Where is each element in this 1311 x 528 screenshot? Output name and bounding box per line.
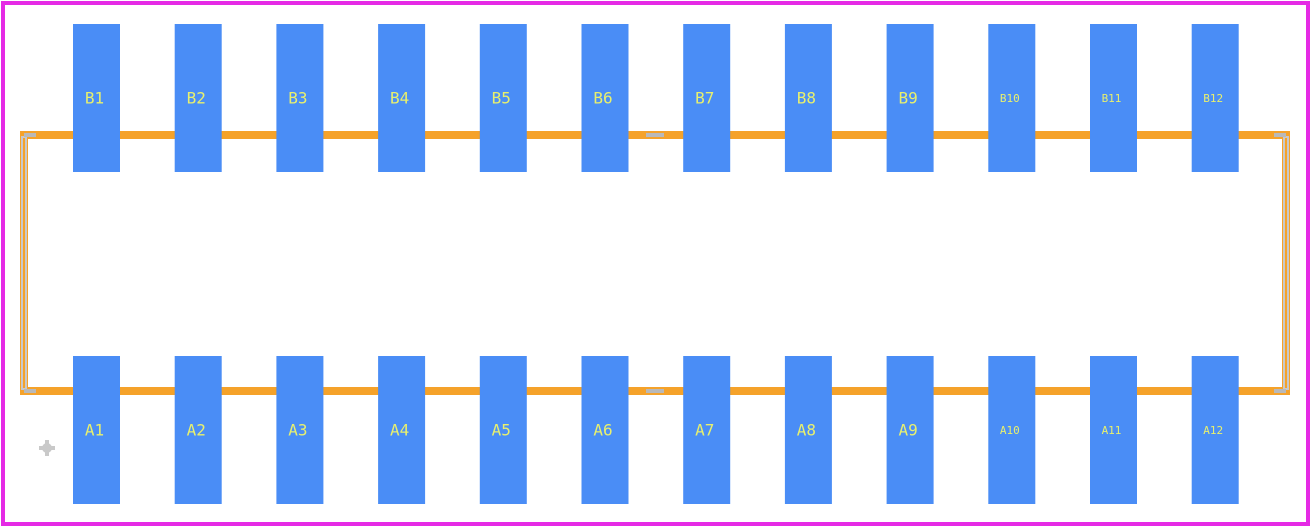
pad-a1	[73, 356, 120, 504]
pad-a9	[886, 356, 934, 504]
pad-label-b2: B2	[187, 89, 206, 108]
pad-b1	[73, 24, 120, 172]
pad-label-a1: A1	[85, 421, 104, 440]
outline-tick	[24, 389, 36, 393]
pad-a4	[378, 356, 426, 504]
pad-label-a12: A12	[1203, 424, 1223, 437]
pad-label-b3: B3	[288, 89, 307, 108]
pad-label-a7: A7	[695, 421, 714, 440]
outline-tick	[646, 133, 664, 137]
outline-tick	[646, 389, 664, 393]
pad-a6	[581, 356, 629, 504]
pin1-marker-icon	[39, 440, 55, 456]
pad-label-b9: B9	[898, 89, 917, 108]
pad-label-a3: A3	[288, 421, 307, 440]
pad-label-a10: A10	[1000, 424, 1020, 437]
pad-a10	[988, 356, 1036, 504]
pad-label-a9: A9	[898, 421, 917, 440]
pad-label-b5: B5	[492, 89, 511, 108]
pad-label-b8: B8	[797, 89, 816, 108]
pad-b4	[378, 24, 426, 172]
pad-label-b11: B11	[1102, 92, 1122, 105]
pad-a2	[174, 356, 222, 504]
pad-label-a6: A6	[593, 421, 612, 440]
pad-label-b4: B4	[390, 89, 409, 108]
pad-label-b7: B7	[695, 89, 714, 108]
pad-label-b10: B10	[1000, 92, 1020, 105]
pad-label-b6: B6	[593, 89, 612, 108]
pad-b10	[988, 24, 1036, 172]
pad-a11	[1090, 356, 1137, 504]
pad-label-a4: A4	[390, 421, 409, 440]
pad-b7	[683, 24, 731, 172]
pad-b8	[784, 24, 832, 172]
pad-a7	[683, 356, 731, 504]
pad-b3	[276, 24, 324, 172]
pad-label-a2: A2	[187, 421, 206, 440]
pad-label-a8: A8	[797, 421, 816, 440]
pad-a3	[276, 356, 324, 504]
pad-a5	[479, 356, 527, 504]
pad-b6	[581, 24, 629, 172]
pad-a12	[1191, 356, 1239, 504]
outline-tick	[1274, 389, 1286, 393]
pad-b12	[1191, 24, 1239, 172]
pad-b11	[1090, 24, 1137, 172]
outline-tick	[24, 133, 36, 137]
pad-label-a11: A11	[1102, 424, 1122, 437]
pad-label-a5: A5	[492, 421, 511, 440]
outline-tick	[1274, 133, 1286, 137]
pad-label-b1: B1	[85, 89, 104, 108]
pad-b5	[479, 24, 527, 172]
silkscreen-outline	[20, 131, 1290, 395]
pad-a8	[784, 356, 832, 504]
pad-label-b12: B12	[1203, 92, 1223, 105]
pad-b9	[886, 24, 934, 172]
pad-b2	[174, 24, 222, 172]
